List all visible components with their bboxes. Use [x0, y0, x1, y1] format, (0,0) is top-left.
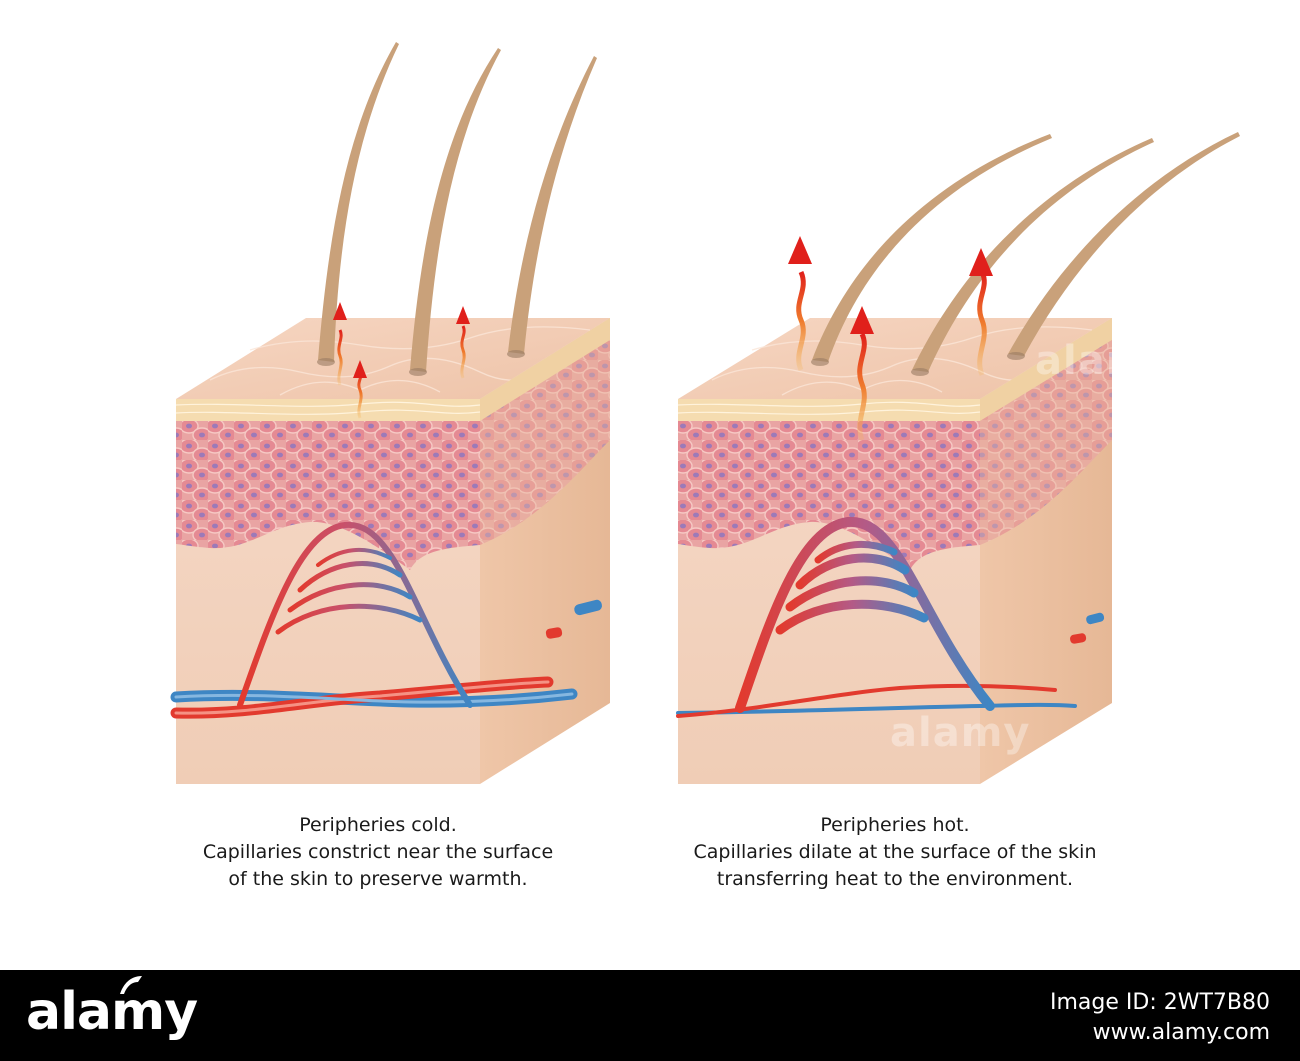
caption-line: Capillaries dilate at the surface of the…: [635, 839, 1155, 866]
stratum-corneum-band: [678, 399, 980, 421]
caption-line: Peripheries hot.: [635, 812, 1155, 839]
skin-block-hot: [678, 132, 1240, 784]
caption-hot: Peripheries hot. Capillaries dilate at t…: [635, 812, 1155, 893]
site-link[interactable]: www.alamy.com: [1050, 1018, 1270, 1048]
caption-line: of the skin to preserve warmth.: [118, 866, 638, 893]
stratum-corneum-band: [176, 399, 480, 421]
caption-line: Peripheries cold.: [118, 812, 638, 839]
caption-cold: Peripheries cold. Capillaries constrict …: [118, 812, 638, 893]
watermark-alamy: alamy: [1035, 338, 1175, 384]
stock-footer-bar: alamy Image ID: 2WT7B80 www.alamy.com: [0, 970, 1300, 1061]
alamy-logo[interactable]: alamy: [26, 982, 197, 1042]
caption-line: Capillaries constrict near the surface: [118, 839, 638, 866]
watermark-alamy: alamy: [890, 710, 1030, 756]
skin-block-cold: [176, 42, 610, 784]
image-id-label: Image ID: 2WT7B80: [1050, 988, 1270, 1018]
footer-meta: Image ID: 2WT7B80 www.alamy.com: [1050, 988, 1270, 1048]
alamy-logo-mark-icon: [118, 974, 146, 998]
caption-line: transferring heat to the environment.: [635, 866, 1155, 893]
